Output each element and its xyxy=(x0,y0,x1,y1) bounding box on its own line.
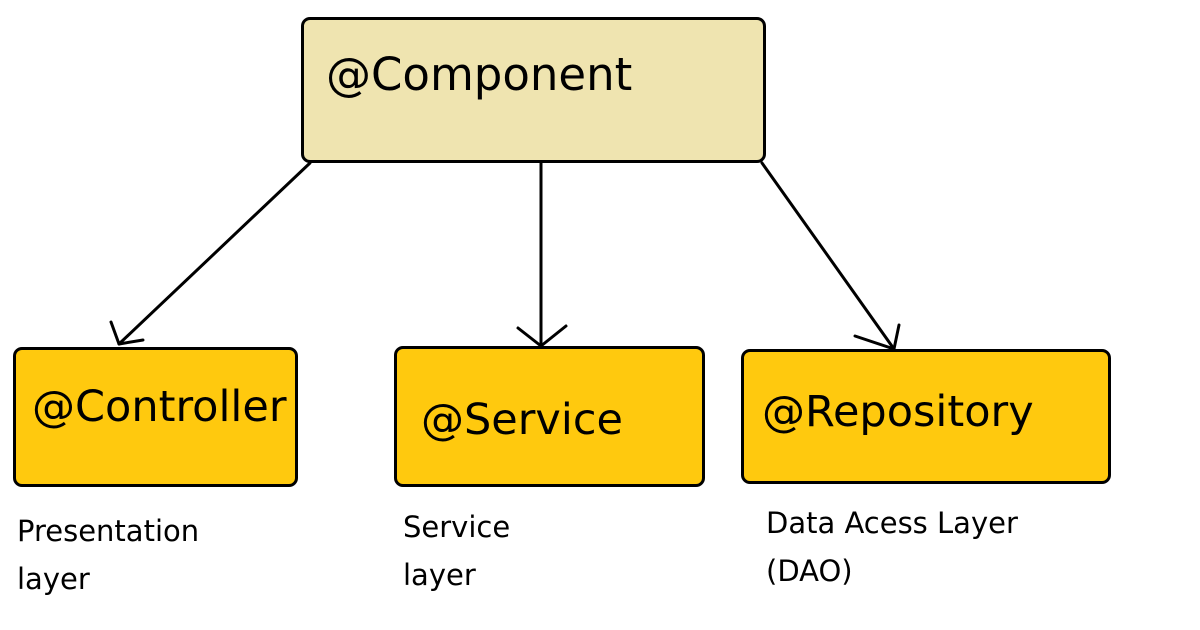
caption-line: Data Acess Layer xyxy=(766,506,1018,540)
service-layer-caption: Service layer xyxy=(403,503,510,599)
caption-line: layer xyxy=(403,558,476,592)
data-access-layer-caption: Data Acess Layer (DAO) xyxy=(766,499,1018,595)
component-node: @Component xyxy=(301,17,766,163)
service-node: @Service xyxy=(394,346,705,487)
service-label: @Service xyxy=(421,395,623,445)
caption-line: Presentation xyxy=(17,514,200,548)
controller-label: @Controller xyxy=(32,382,287,432)
caption-line: (DAO) xyxy=(766,554,853,588)
presentation-layer-caption: Presentation layer xyxy=(17,507,199,603)
repository-node: @Repository xyxy=(741,349,1111,484)
repository-label: @Repository xyxy=(762,387,1034,437)
arrow-component-to-controller xyxy=(109,161,312,346)
caption-line: layer xyxy=(17,562,90,596)
caption-line: Service xyxy=(403,510,511,544)
arrow-component-to-service xyxy=(516,161,568,348)
arrow-component-to-repository xyxy=(760,161,901,351)
component-label: @Component xyxy=(326,48,633,101)
controller-node: @Controller xyxy=(13,347,298,487)
